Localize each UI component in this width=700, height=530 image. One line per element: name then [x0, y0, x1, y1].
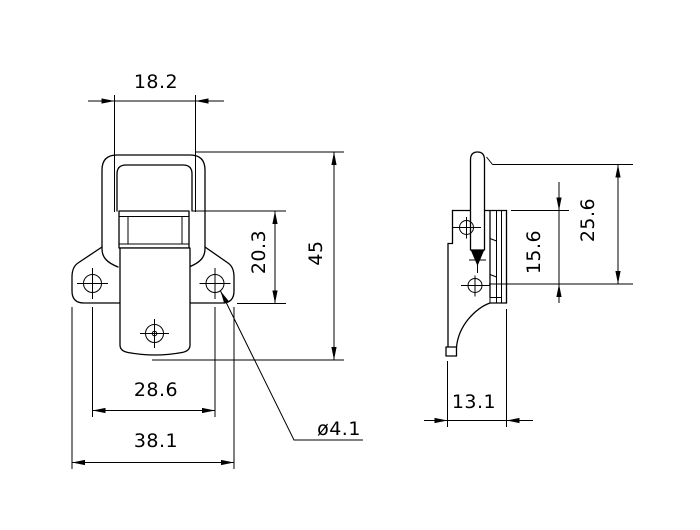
dim-label-loop-width: 18.2 — [134, 71, 178, 93]
mounting-hole-right — [199, 268, 231, 299]
dim-label-housing-height: 20.3 — [248, 230, 270, 274]
side-mounting-hole — [461, 275, 490, 297]
dim-overall-height: 45 — [152, 151, 344, 361]
dim-label-base-depth: 13.1 — [452, 391, 496, 413]
dim-side-overall-height: 25.6 — [486, 156, 633, 284]
dim-top-to-hole: 15.6 — [489, 182, 633, 303]
dim-label-side-overall-height: 25.6 — [577, 198, 599, 242]
dim-label-top-to-hole: 15.6 — [523, 230, 545, 274]
dim-label-overall-height: 45 — [305, 240, 327, 265]
tongue-hole — [140, 319, 169, 348]
loop-inner-outline — [116, 164, 193, 212]
toggle-loop — [101, 154, 206, 268]
spring-housing — [118, 210, 190, 249]
leader-hole-diameter: ø4.1 — [220, 290, 363, 441]
dim-label-hole-diameter: ø4.1 — [317, 418, 361, 440]
dim-base-width: 38.1 — [71, 307, 235, 469]
pivot-hole — [453, 217, 481, 239]
bracket-front-curve — [455, 302, 491, 348]
dim-label-base-width: 38.1 — [134, 430, 178, 452]
side-view: 15.6 25.6 13.1 — [424, 151, 633, 427]
dim-base-depth: 13.1 — [424, 309, 533, 427]
lever-bar — [469, 151, 486, 273]
dim-hole-spacing: 28.6 — [92, 307, 216, 417]
mounting-hole-left — [77, 268, 108, 299]
bracket-profile — [445, 209, 508, 357]
loop-outer-outline — [101, 154, 206, 268]
front-view: 18.2 45 20.3 28.6 — [71, 71, 363, 469]
dim-label-hole-spacing: 28.6 — [134, 379, 178, 401]
dim-loop-width: 18.2 — [88, 71, 224, 212]
dim-housing-height: 20.3 — [192, 210, 286, 304]
latch-tongue — [119, 247, 191, 356]
